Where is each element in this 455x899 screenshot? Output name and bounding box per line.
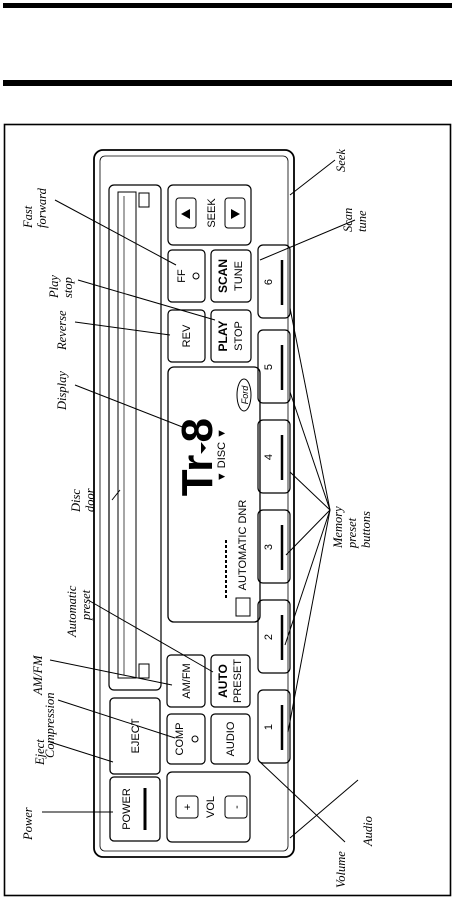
disc-indicator: ▼ DISC ▼ [216, 428, 228, 482]
preset-button-3[interactable]: 3 [257, 509, 291, 584]
label-play-stop-1: Play [47, 275, 61, 299]
power-button[interactable]: POWER [109, 776, 161, 842]
svg-text:AUTO: AUTO [216, 664, 230, 698]
label-audio: Audio [361, 816, 375, 847]
figure-frame [3, 123, 452, 897]
label-eject: Eject [33, 739, 47, 766]
svg-text:6: 6 [263, 279, 275, 285]
svg-text:PLAY: PLAY [216, 321, 230, 352]
label-automatic-preset-1: Automatic [65, 585, 79, 638]
radio-housing-inner [99, 155, 289, 852]
comp-button[interactable]: COMP [166, 713, 206, 765]
section-rule [3, 80, 452, 86]
leader-lines [42, 159, 359, 843]
ford-logo-icon [236, 378, 252, 412]
svg-text:VOL: VOL [205, 796, 217, 818]
svg-text:3: 3 [263, 544, 275, 550]
eject-button[interactable]: EJECT [109, 697, 161, 775]
automatic-dnr-label: AUTOMATIC DNR [237, 500, 249, 591]
preset-button-2[interactable]: 2 [257, 599, 291, 674]
svg-text:SCAN: SCAN [216, 259, 230, 293]
svg-text:SEEK: SEEK [206, 198, 218, 228]
label-seek: Seek [334, 149, 348, 172]
disc-door[interactable] [108, 184, 162, 691]
svg-text:2: 2 [263, 634, 275, 640]
ford-logo-text: Ford [240, 385, 250, 405]
seek-down-icon[interactable] [231, 209, 240, 219]
scan-tune-button[interactable]: SCAN TUNE [210, 249, 252, 303]
am-fm-button[interactable]: AM/FM [166, 654, 206, 708]
seek-up-icon[interactable] [181, 209, 190, 219]
svg-text:PRESET: PRESET [232, 659, 244, 703]
svg-text:AUDIO: AUDIO [225, 721, 237, 756]
svg-text:TUNE: TUNE [233, 261, 245, 291]
svg-text:REV: REV [181, 324, 193, 347]
svg-text:5: 5 [263, 364, 275, 370]
preset-button-5[interactable]: 5 [257, 329, 291, 404]
label-play-stop-2: stop [61, 277, 75, 298]
auto-preset-button[interactable]: AUTO PRESET [210, 654, 251, 708]
svg-text:AM/FM: AM/FM [181, 663, 193, 698]
svg-text:STOP: STOP [233, 321, 245, 351]
play-stop-button[interactable]: PLAY STOP [210, 309, 252, 363]
label-scan-tune-1: Scan [341, 208, 355, 232]
display-window [167, 366, 261, 623]
svg-text:COMP: COMP [174, 723, 186, 756]
label-memory-preset-1: Memory [331, 506, 345, 549]
top-rule [3, 3, 452, 8]
radio-housing-outer [93, 149, 295, 858]
svg-text:1: 1 [263, 724, 275, 730]
preset-button-4[interactable]: 4 [257, 419, 291, 494]
label-volume: Volume [334, 851, 348, 888]
volume-control[interactable]: + VOL - [166, 771, 251, 843]
label-power: Power [21, 807, 35, 841]
label-fast-forward-1: Fast [21, 205, 35, 229]
audio-button[interactable]: AUDIO [210, 713, 251, 765]
svg-text:4: 4 [263, 454, 275, 460]
play-indicator-icon [201, 442, 206, 454]
compact-disc-logo-icon [235, 597, 251, 617]
label-disc-door-2: door [83, 488, 97, 512]
label-am-fm: AM/FM [31, 655, 45, 696]
rev-button[interactable]: REV [167, 309, 206, 363]
label-memory-preset-3: buttons [359, 511, 373, 548]
preset-button-1[interactable]: 1 [257, 689, 291, 764]
svg-text:FF: FF [176, 269, 188, 283]
preset-button-6[interactable]: 6 [257, 244, 291, 319]
seek-control[interactable]: SEEK [167, 184, 252, 246]
label-fast-forward-2: forward [35, 187, 49, 228]
label-automatic-preset-2: preset [79, 589, 93, 621]
volume-up-button[interactable]: + [182, 804, 194, 810]
volume-down-button[interactable]: - [231, 805, 243, 809]
label-reverse: Reverse [55, 310, 69, 351]
label-display: Display [55, 371, 69, 411]
ff-button[interactable]: FF [167, 249, 206, 303]
track-readout: Tr 8 [173, 418, 222, 496]
label-compression: Compression [43, 692, 57, 758]
svg-text:POWER: POWER [121, 788, 133, 830]
svg-text:EJECT: EJECT [130, 718, 142, 753]
label-disc-door-1: Disc [69, 489, 83, 513]
label-memory-preset-2: preset [345, 517, 359, 549]
label-scan-tune-2: tune [355, 210, 369, 232]
